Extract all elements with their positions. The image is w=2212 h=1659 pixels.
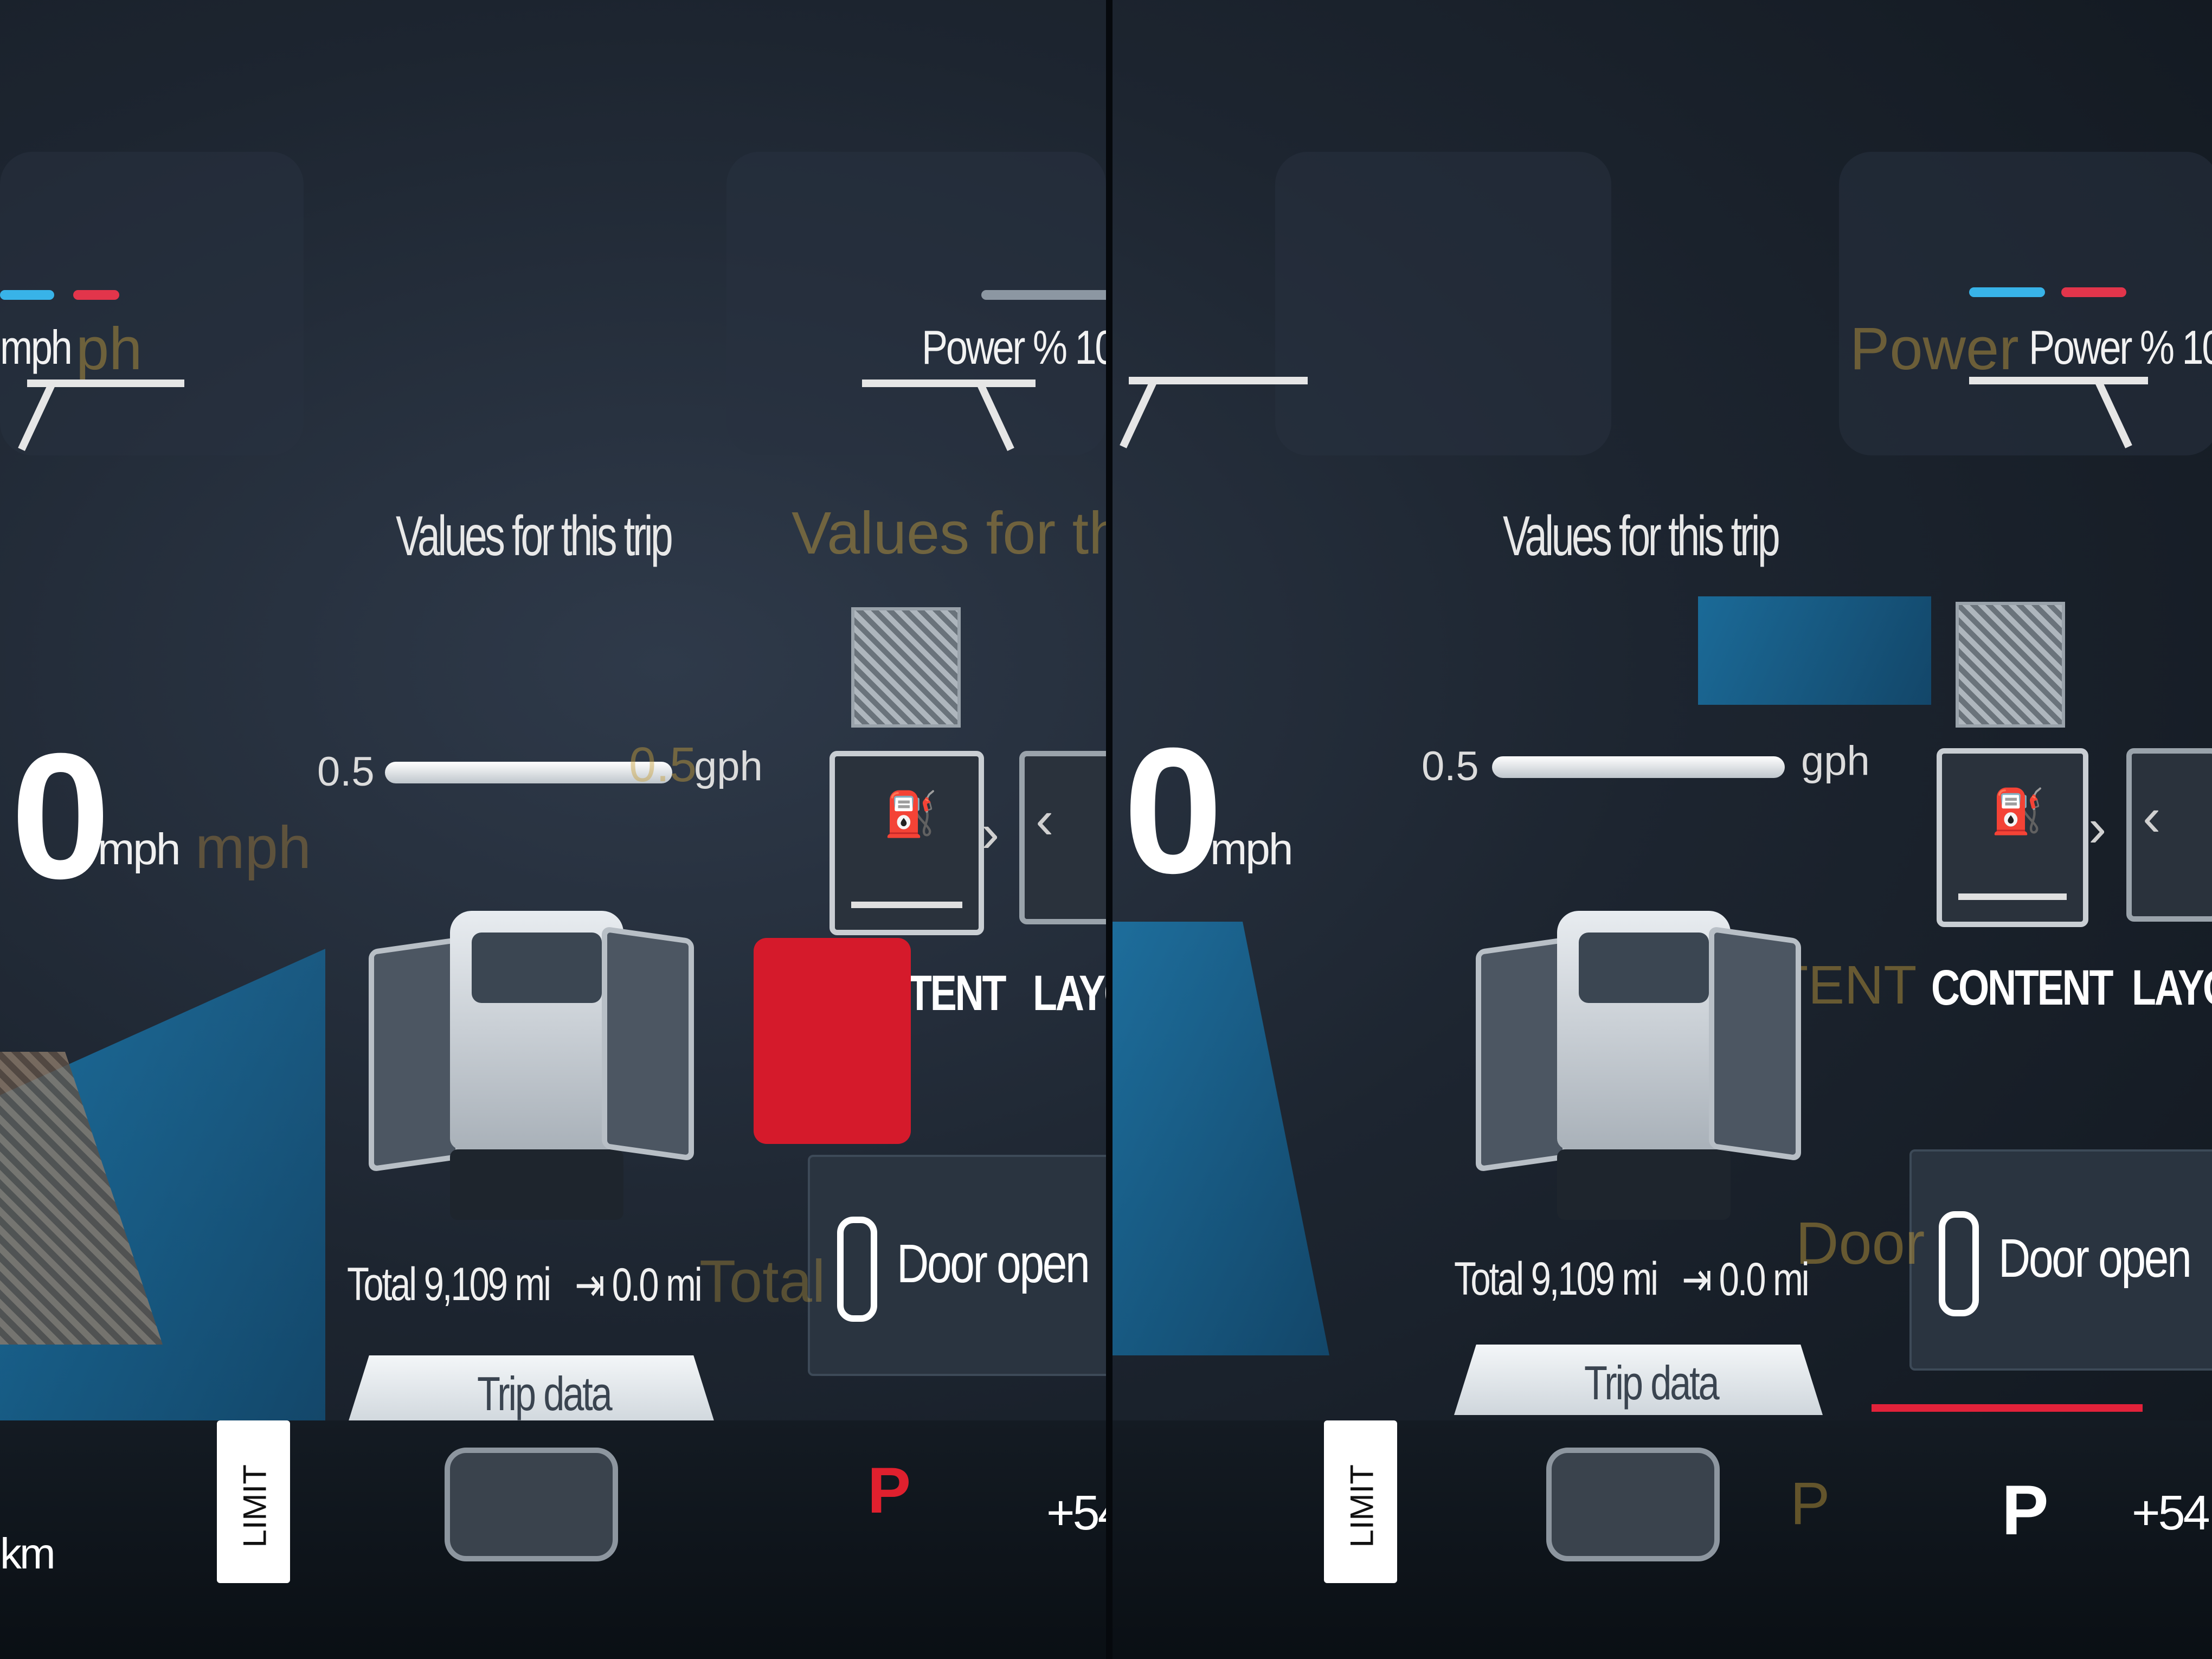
gauge-line	[27, 380, 184, 387]
trip-title: Values for this trip	[396, 505, 673, 568]
chevron-right-icon[interactable]: ›	[981, 803, 1000, 864]
power-percent-label: Power % 100	[922, 320, 1106, 374]
scale-min: 0.5	[317, 749, 375, 795]
trip-data-tab[interactable]	[1454, 1345, 1823, 1415]
tile-content-label: CONTENT	[1931, 960, 2114, 1015]
ghost-gear: P	[1790, 1470, 1830, 1537]
left-instrument-panel: mph ph Power % 100 Values for this trip …	[0, 152, 1106, 1659]
power-percent-label: Power % 100	[2029, 320, 2212, 374]
background-glare	[1698, 596, 1931, 705]
bottom-status-bar: LIMIT P P +54	[1113, 1420, 2212, 1659]
door-open-popup: Door open	[808, 1155, 1106, 1376]
fuel-pump-icon: ⛽	[884, 790, 938, 838]
limit-label: LIMIT	[236, 1464, 273, 1548]
ghost-speed-unit: mph	[195, 814, 311, 881]
scale-unit: gph	[1801, 738, 1870, 784]
power-bar-blue	[1969, 287, 2045, 297]
consumption-bar	[1492, 756, 1785, 778]
total-distance: Total 9,109 mi	[347, 1258, 551, 1310]
ghost-trip-title: Values for this trip	[792, 500, 1106, 567]
ghost-total: Total	[699, 1248, 826, 1315]
left-door	[369, 937, 461, 1172]
mph-label-top: mph	[0, 320, 73, 374]
gauge-line	[862, 380, 1036, 387]
chevron-left-icon: ‹	[2143, 787, 2161, 847]
car-window	[1579, 933, 1709, 1003]
car-rear	[1557, 1149, 1731, 1220]
alert-line	[1872, 1404, 2143, 1412]
gauge-line	[1969, 377, 2148, 384]
layout-tile[interactable]: ‹	[1019, 751, 1106, 924]
gauge-leg	[1120, 381, 1156, 448]
trip-title: Values for this trip	[1503, 505, 1780, 568]
qr-code	[1956, 602, 2065, 728]
speed-value: 0	[1123, 710, 1223, 910]
door-open-icon	[1939, 1211, 1979, 1316]
range-value: +54	[2132, 1486, 2210, 1540]
power-bar-blue	[0, 290, 54, 300]
tile-underline	[1958, 893, 2067, 900]
trip-distance: ⇥ 0.0 mi	[1682, 1253, 1810, 1306]
background-glare	[1113, 922, 1329, 1355]
gauge-line	[1129, 377, 1308, 384]
background-shape	[726, 152, 1106, 455]
door-warning-highlight	[754, 938, 911, 1144]
left-door	[1476, 937, 1568, 1172]
limit-badge[interactable]: LIMIT	[217, 1420, 290, 1583]
trip-data-tab-label: Trip data	[477, 1367, 613, 1420]
bottom-status-bar: LIMIT P +54 km	[0, 1420, 1106, 1659]
ghost-mph-label: ph	[76, 316, 143, 382]
gear-indicator: P	[2002, 1470, 2049, 1549]
door-open-text: Door open	[1998, 1228, 2192, 1289]
speed-unit: mph	[98, 825, 181, 874]
layout-tile[interactable]: ‹	[2126, 748, 2212, 922]
scale-unit: gph	[694, 743, 763, 789]
car-status-icon	[445, 1448, 618, 1561]
consumption-bar	[385, 762, 672, 783]
qr-code	[851, 607, 961, 728]
limit-label: LIMIT	[1343, 1464, 1380, 1548]
background-shape	[0, 152, 304, 455]
background-shape	[1275, 152, 1611, 455]
speed-value: 0	[11, 716, 111, 916]
trip-distance: ⇥ 0.0 mi	[575, 1259, 703, 1311]
limit-badge[interactable]: LIMIT	[1324, 1420, 1397, 1583]
total-distance: Total 9,109 mi	[1454, 1253, 1658, 1305]
tile-layout-label: LAYO	[2132, 960, 2212, 1015]
parking-warning-icon: P	[867, 1454, 911, 1527]
ghost-door-text: Door	[1796, 1210, 1925, 1277]
right-door	[602, 926, 694, 1161]
car-rear	[450, 1149, 623, 1220]
door-open-icon	[837, 1217, 877, 1322]
power-bar-grey	[981, 290, 1106, 300]
chevron-right-icon[interactable]: ›	[2088, 798, 2107, 858]
power-bar-red	[2061, 287, 2126, 297]
door-open-popup: Door open	[1909, 1149, 2212, 1371]
speed-unit: mph	[1210, 825, 1294, 874]
scale-min: 0.5	[1422, 743, 1479, 789]
background-shape	[1839, 152, 2212, 455]
right-door	[1709, 926, 1801, 1161]
car-window	[472, 933, 602, 1003]
ghost-power-label: Power	[1850, 316, 2019, 382]
range-value: +54	[1046, 1486, 1106, 1540]
content-tile[interactable]: ⛽	[829, 751, 984, 935]
right-instrument-panel: Power Power % 100 Values for this trip 0…	[1113, 0, 2212, 1659]
chevron-left-icon: ‹	[1036, 789, 1054, 850]
trip-data-tab[interactable]	[347, 1355, 716, 1426]
tile-layout-label: LAYO	[1033, 966, 1106, 1021]
range-unit: km	[0, 1529, 56, 1578]
door-open-text: Door open	[897, 1233, 1090, 1294]
tile-underline	[851, 902, 962, 908]
car-status-icon	[1546, 1448, 1720, 1561]
trip-data-tab-label: Trip data	[1584, 1356, 1720, 1410]
image-divider	[1106, 0, 1113, 1659]
ghost-scale: 0.5	[629, 738, 697, 792]
power-bar-red	[73, 290, 119, 300]
content-tile[interactable]: ⛽	[1937, 748, 2088, 927]
fuel-pump-icon: ⛽	[1991, 787, 2045, 835]
